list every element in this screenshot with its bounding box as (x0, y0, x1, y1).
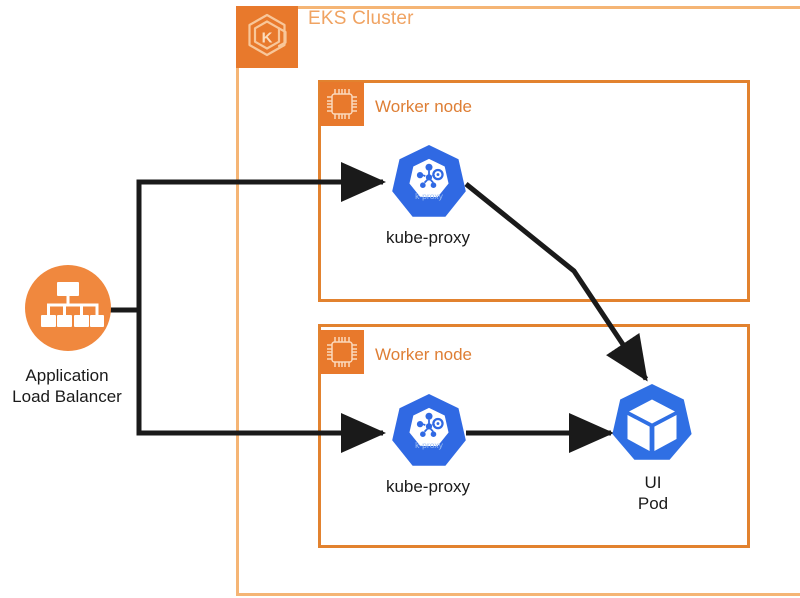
eks-cluster-icon: K (236, 6, 298, 68)
svg-text:K: K (262, 30, 273, 47)
ui-pod-label-line2: Pod (637, 494, 669, 513)
cpu-chip-icon (320, 82, 364, 126)
alb-label-line2: Load Balancer (12, 387, 122, 406)
eks-cluster-label: EKS Cluster (308, 8, 414, 29)
kubernetes-kube-proxy-icon: k-proxy (392, 143, 466, 217)
ui-pod-label: UI Pod (580, 472, 726, 514)
kube-proxy-1-badge-text: k-proxy (415, 191, 444, 201)
kube-proxy-2-badge-text: k-proxy (415, 440, 444, 450)
kubernetes-pod-icon (612, 382, 692, 462)
kubernetes-kube-proxy-icon: k-proxy (392, 392, 466, 466)
kube-proxy-1-label: kube-proxy (385, 228, 471, 247)
ui-pod-label-line1: UI (644, 473, 662, 492)
alb-label-line1: Application (25, 366, 109, 385)
kube-proxy-2-label: kube-proxy (385, 477, 471, 496)
application-load-balancer-label: Application Load Balancer (0, 365, 134, 407)
application-load-balancer-icon (24, 264, 112, 352)
worker-node-2-label: Worker node (375, 345, 473, 364)
worker-node-1-label: Worker node (375, 97, 473, 116)
cpu-chip-icon (320, 330, 364, 374)
